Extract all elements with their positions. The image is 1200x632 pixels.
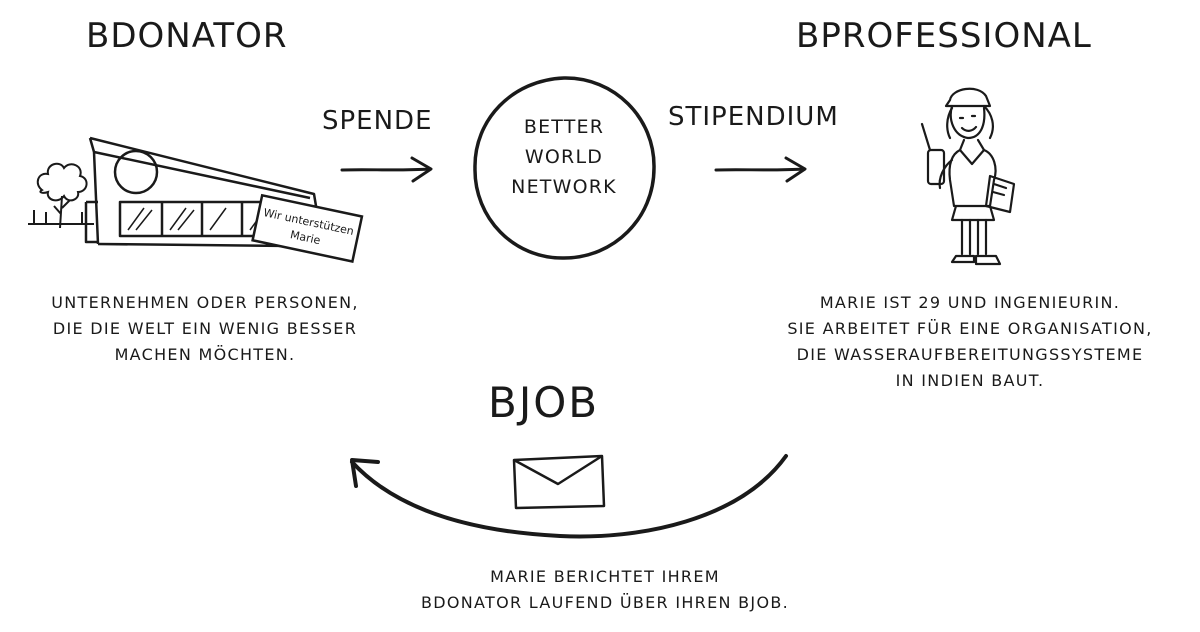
donator-description: UNTERNEHMEN ODER PERSONEN, DIE DIE WELT … [0, 290, 410, 368]
scholarship-label: STIPENDIUM [668, 102, 839, 132]
donator-title: BDONATOR [86, 16, 288, 56]
network-line: BETTER [523, 116, 605, 138]
radio-icon [928, 150, 944, 184]
job-title: BJOB [488, 378, 600, 427]
envelope-icon [508, 452, 610, 512]
job-description-line: BDONATOR LAUFEND ÜBER IHREN BJOB. [420, 593, 790, 612]
professional-description-line: SIE ARBEITET FÜR EINE ORGANISATION, [787, 319, 1153, 338]
network-line: WORLD [524, 146, 604, 168]
building-illustration: Wir unterstützen Marie [24, 124, 370, 274]
professional-description: MARIE IST 29 UND INGENIEURIN. SIE ARBEIT… [740, 290, 1200, 394]
network-line: NETWORK [511, 176, 617, 198]
professional-description-line: IN INDIEN BAUT. [895, 371, 1045, 390]
professional-description-line: DIE WASSERAUFBEREITUNGSSYSTEME [796, 345, 1144, 364]
donator-description-line: UNTERNEHMEN ODER PERSONEN, [51, 293, 359, 312]
donation-label: SPENDE [322, 106, 433, 136]
return-arrow [330, 440, 800, 544]
network-circle [468, 72, 660, 264]
engineer-illustration [916, 84, 1028, 274]
sign-line: Marie [289, 228, 322, 247]
donation-arrow [338, 152, 438, 188]
job-description: MARIE BERICHTET IHREM BDONATOR LAUFEND Ü… [300, 564, 910, 616]
job-description-line: MARIE BERICHTET IHREM [490, 567, 720, 586]
donator-description-line: DIE DIE WELT EIN WENIG BESSER [52, 319, 358, 338]
professional-title: BPROFESSIONAL [796, 16, 1092, 56]
support-sign: Wir unterstützen Marie [253, 195, 362, 261]
professional-description-line: MARIE IST 29 UND INGENIEURIN. [819, 293, 1121, 312]
network-label: BETTER WORLD NETWORK [488, 112, 640, 202]
tree-icon [28, 164, 94, 228]
scholarship-arrow [712, 152, 812, 188]
donator-description-line: MACHEN MÖCHTEN. [114, 345, 296, 364]
hard-hat-icon [946, 89, 990, 106]
